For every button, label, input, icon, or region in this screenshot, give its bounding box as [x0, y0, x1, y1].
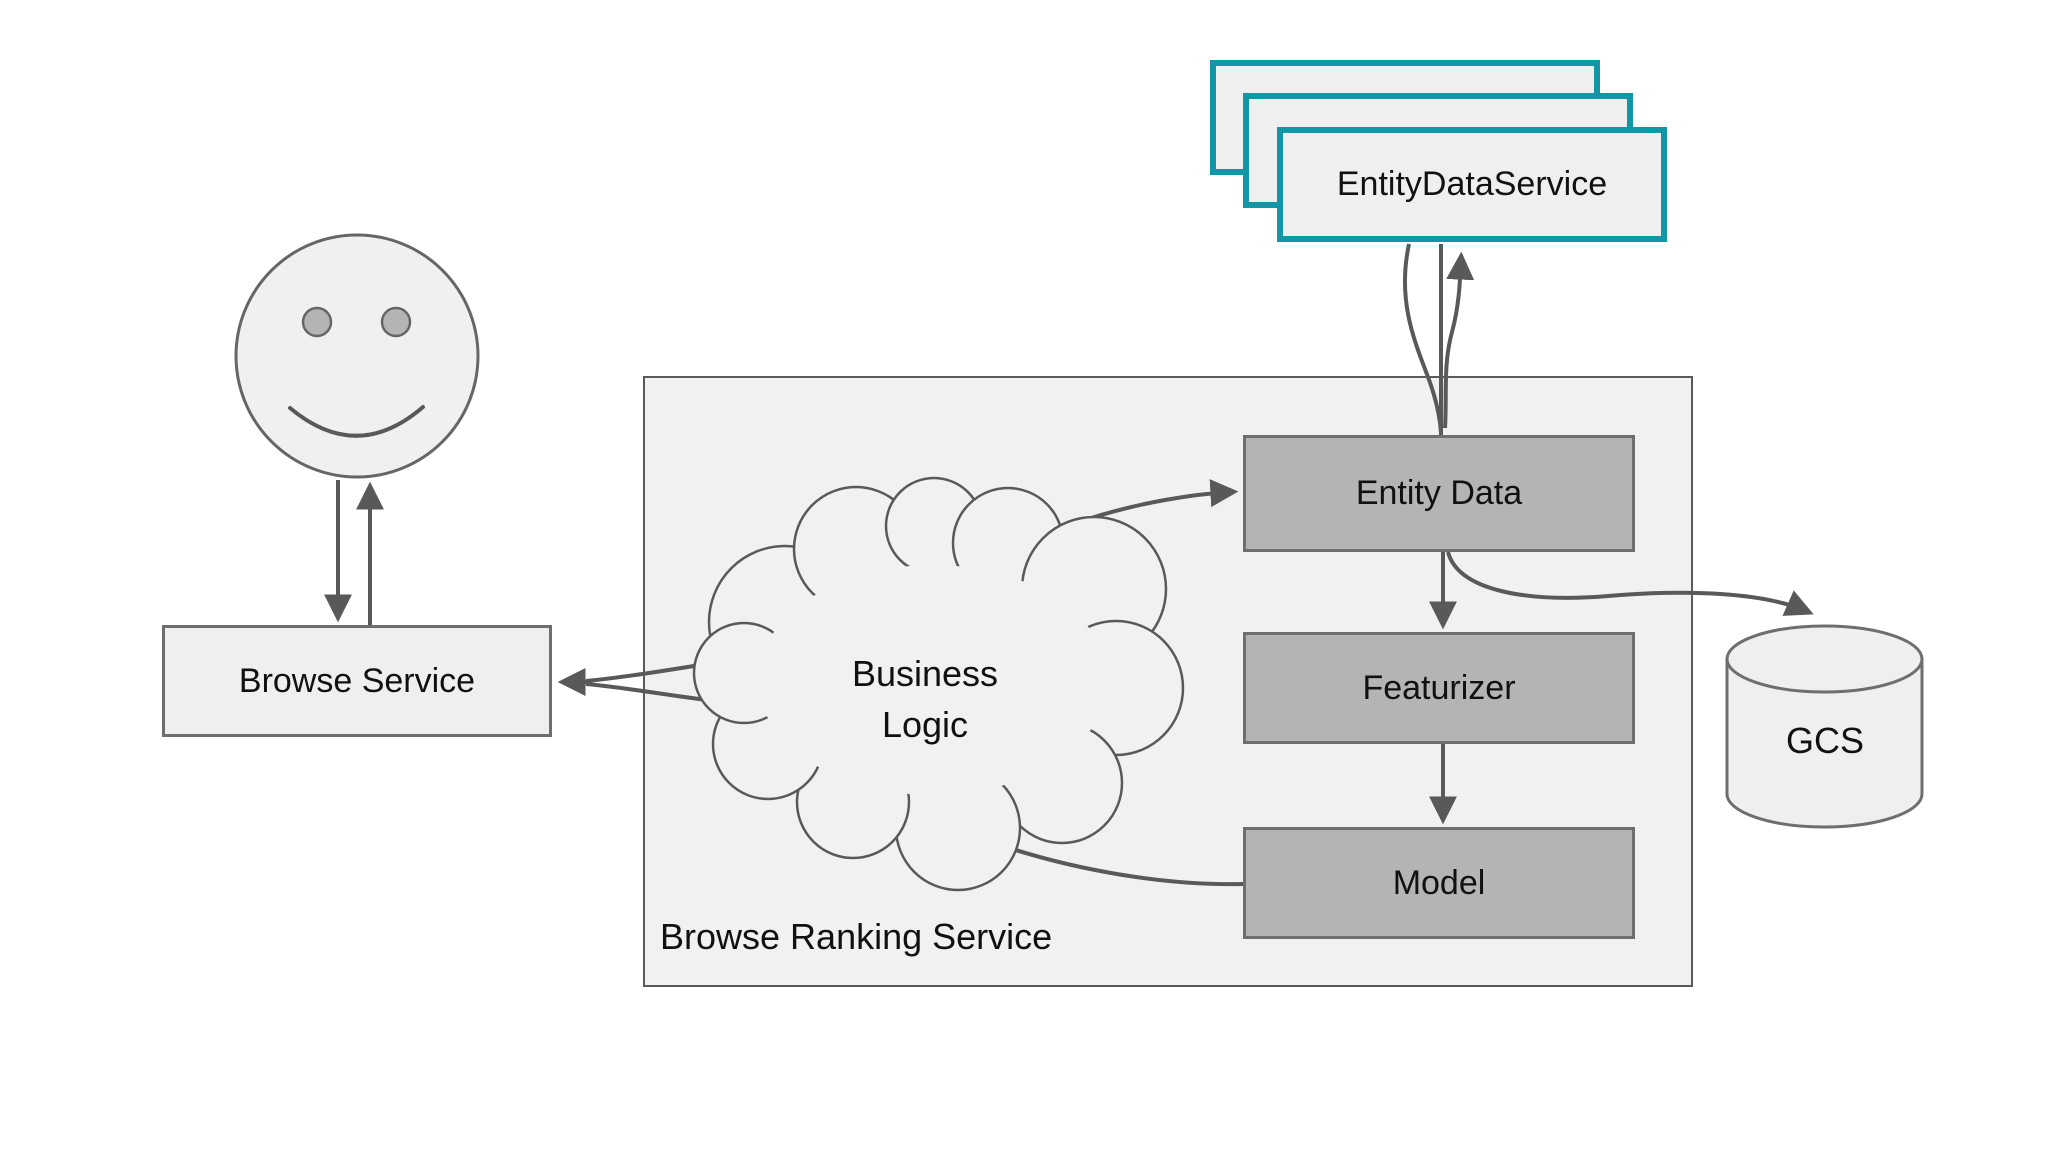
arrow-business-logic-to-entity-data [1084, 479, 1239, 522]
arrow-entity-data-to-gcs [1446, 551, 1814, 616]
business-logic-label: Business Logic [851, 653, 999, 746]
featurizer-box: Featurizer [1243, 632, 1635, 744]
browse-ranking-service-label: Browse Ranking Service [660, 916, 1053, 957]
line-entitydataservice-to-entity-data-left [1402, 243, 1443, 434]
connector-arrows [324, 243, 1814, 887]
browse-service-label: Browse Service [238, 661, 476, 700]
gcs-label: GCS [1785, 720, 1864, 761]
gcs-cylinder-shape [1725, 624, 1924, 829]
model-box: Model [1243, 827, 1635, 939]
smiley-face-user-icon [234, 233, 480, 479]
model-label: Model [1392, 863, 1486, 902]
business-logic-cloud-shape [692, 476, 1185, 892]
entity-data-label: Entity Data [1355, 474, 1523, 512]
entity-data-box: Entity Data [1243, 435, 1635, 552]
featurizer-label: Featurizer [1362, 668, 1516, 707]
line-model-to-business-logic [999, 843, 1245, 887]
browse-service-box: Browse Service [162, 625, 552, 737]
arrow-entity-data-to-entitydataservice [1443, 251, 1475, 429]
entitydataservice-box: EntityDataService [1277, 127, 1667, 242]
entitydataservice-label: EntityDataService [1336, 165, 1608, 203]
